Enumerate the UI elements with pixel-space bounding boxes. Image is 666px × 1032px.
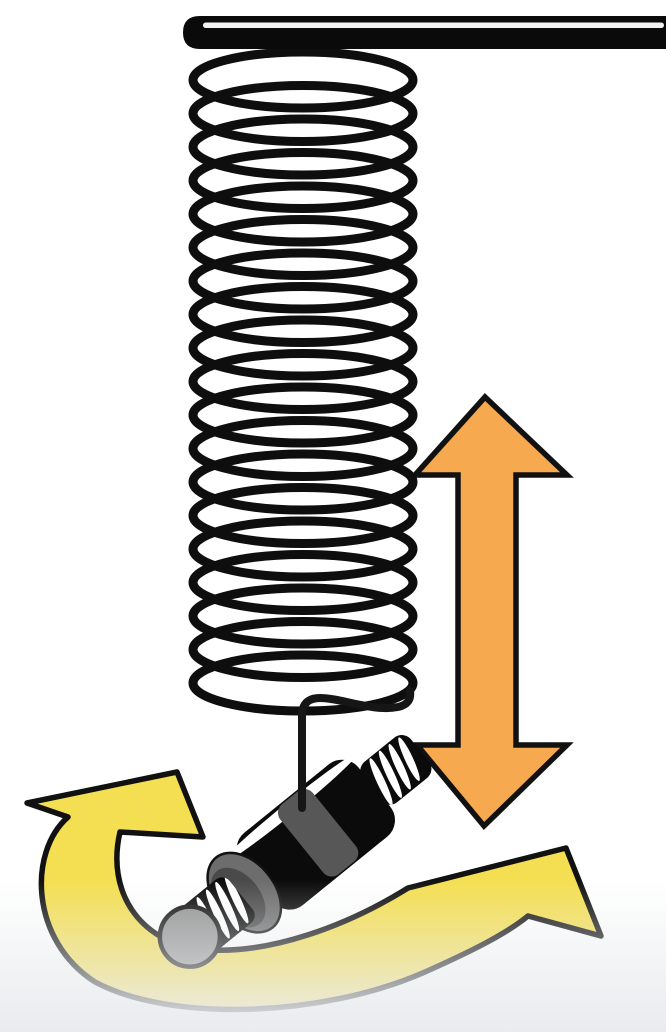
spring-coil — [188, 349, 418, 414]
spring-coil — [188, 282, 418, 347]
mass-band — [277, 789, 359, 877]
spring-coil — [188, 483, 418, 548]
mass-threaded-tip-upper — [360, 735, 432, 806]
support-bar-highlight — [203, 22, 664, 28]
vertical-motion-arrow — [408, 393, 574, 831]
spring-coil — [188, 449, 418, 515]
spring-coil — [188, 47, 418, 113]
spring-coil — [188, 81, 418, 146]
spring-coil — [188, 114, 418, 180]
spring-coil — [188, 382, 418, 448]
spring-coil — [188, 148, 418, 213]
thread-stripe — [398, 737, 420, 782]
spring-coil — [188, 583, 418, 649]
spring-coil — [188, 215, 418, 280]
spring-coil — [188, 248, 418, 314]
spring-coil — [188, 315, 418, 381]
thread-stripe — [388, 744, 411, 790]
thread-stripe — [378, 750, 402, 798]
spring-coil — [188, 617, 418, 682]
spring-coil — [188, 550, 418, 615]
spring — [188, 47, 418, 716]
support-bar-body — [183, 16, 666, 49]
spring-hook-wire — [298, 687, 415, 812]
spring-coil — [188, 516, 418, 582]
bottom-shade — [0, 880, 666, 1032]
spring-coil — [188, 181, 418, 247]
spring-coil — [188, 416, 418, 481]
support-bar — [183, 16, 666, 49]
thread-stripe — [369, 758, 393, 806]
